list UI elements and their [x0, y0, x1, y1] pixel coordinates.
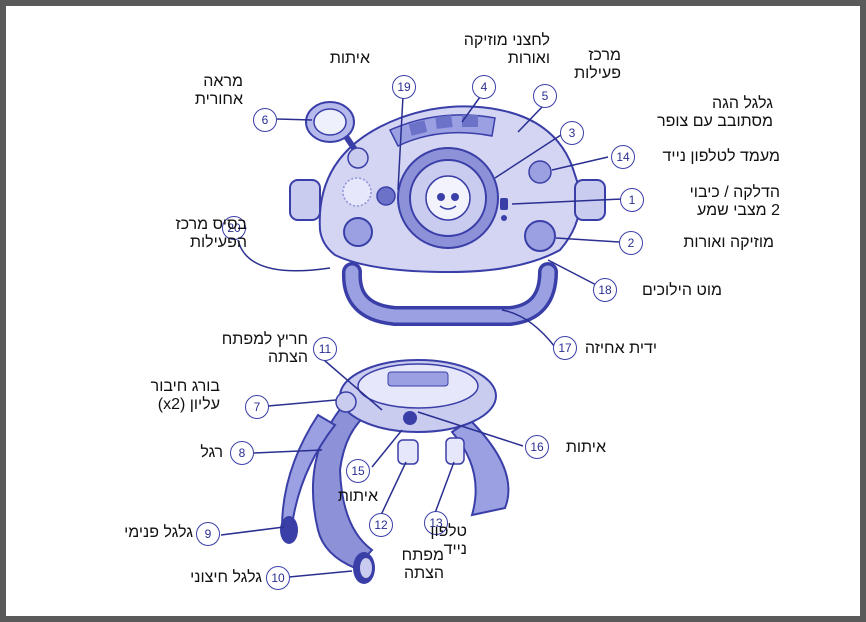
callout-number-19: 19 — [392, 75, 416, 99]
callout-number-11: 11 — [313, 337, 337, 361]
activity-center-illustration — [290, 102, 605, 316]
walker-illustration — [280, 360, 508, 584]
callout-number-16: 16 — [525, 435, 549, 459]
callout-number-8: 8 — [230, 441, 254, 465]
callout-number-10: 10 — [266, 566, 290, 590]
callout-number-17: 17 — [553, 336, 577, 360]
label-music-lights: מוזיקה ואורות — [683, 234, 774, 252]
label-activity-center: מרכז פעילות — [574, 47, 621, 83]
label-music-buttons: לחצני מוזיקה ואורות — [464, 32, 550, 68]
label-inner-wheel: גלגל פנימי — [124, 524, 193, 542]
label-upper-bolt: בורג חיבור עליון (x2) — [151, 378, 220, 414]
label-power-sound-modes: הדלקה / כיבוי 2 מצבי שמע — [690, 184, 780, 220]
callout-number-4: 4 — [472, 75, 496, 99]
callout-number-18: 18 — [593, 278, 617, 302]
callout-number-14: 14 — [611, 145, 635, 169]
callout-number-12: 12 — [369, 513, 393, 537]
callout-number-15: 15 — [346, 459, 370, 483]
label-ignition-slot: חריץ למפתח הצתה — [222, 331, 308, 367]
label-steering-wheel: גלגל הגה מסתובב עם צופר — [657, 95, 773, 131]
label-blinker-15: איתות — [338, 488, 378, 506]
callout-number-2: 2 — [619, 231, 643, 255]
callout-number-7: 7 — [245, 395, 269, 419]
label-phone-stand: מעמד לטלפון נייד — [663, 148, 780, 166]
label-gear-stick: מוט הילוכים — [642, 282, 722, 300]
label-mobile-phone: טלפון נייד — [430, 523, 467, 559]
label-leg: רגל — [200, 444, 223, 462]
label-rear-mirror: מראה אחורית — [195, 73, 243, 109]
label-grab-handle: ידית אחיזה — [585, 340, 657, 358]
label-blinker-16: איתות — [566, 439, 606, 457]
callout-number-6: 6 — [253, 108, 277, 132]
callout-number-3: 3 — [560, 121, 584, 145]
callout-number-9: 9 — [196, 522, 220, 546]
label-blinker-19: איתות — [330, 50, 370, 68]
callout-number-1: 1 — [620, 188, 644, 212]
label-outer-wheel: גלגל חיצוני — [190, 569, 262, 587]
callout-number-5: 5 — [533, 84, 557, 108]
label-activity-center-base: בסיס מרכז הפעילות — [176, 216, 247, 252]
